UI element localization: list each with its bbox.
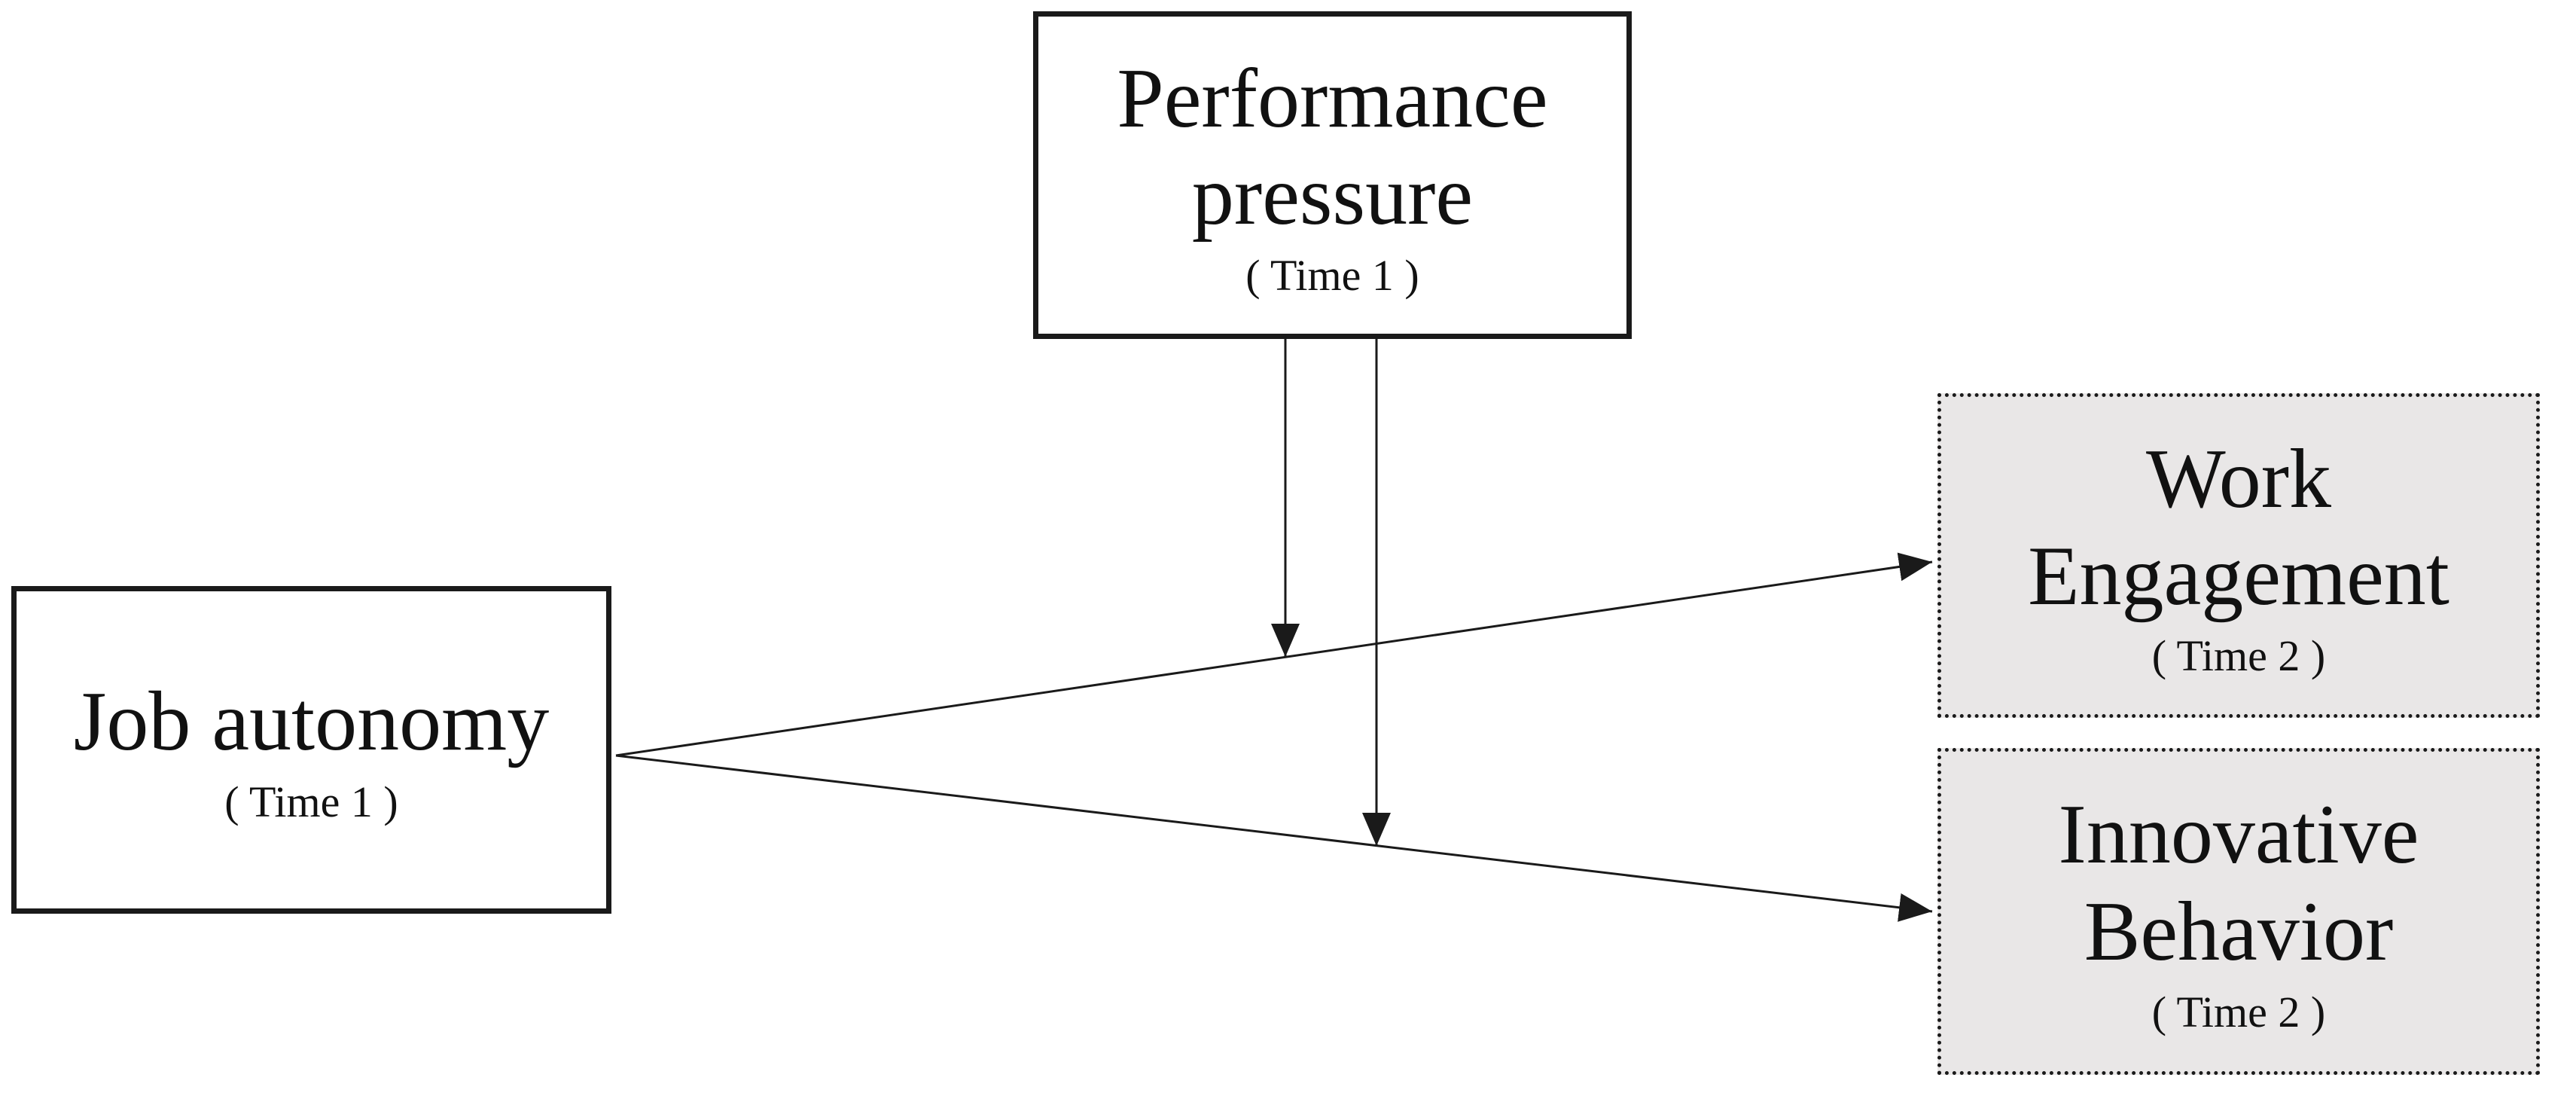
- box-title: Work Engagement: [2028, 431, 2449, 625]
- box-time-label: ( Time 2 ): [2151, 987, 2326, 1036]
- box-title-line1: Innovative: [2058, 788, 2419, 882]
- box-title: Innovative Behavior: [2059, 786, 2419, 981]
- box-performance-pressure: Performance pressure ( Time 1 ): [1033, 11, 1632, 339]
- box-title: Performance pressure: [1117, 50, 1547, 245]
- box-job-autonomy: Job autonomy ( Time 1 ): [11, 586, 611, 914]
- arrow-job-autonomy-to-work-engagement: [615, 552, 1933, 757]
- box-time-label: ( Time 1 ): [224, 777, 398, 826]
- box-innovative-behavior: Innovative Behavior ( Time 2 ): [1937, 748, 2540, 1075]
- box-title-line2: Behavior: [2084, 885, 2394, 979]
- box-title: Job autonomy: [74, 673, 550, 771]
- box-title-line1: Work: [2145, 432, 2332, 526]
- box-time-label: ( Time 2 ): [2151, 631, 2326, 681]
- box-title-line1: Performance: [1117, 51, 1548, 145]
- box-work-engagement: Work Engagement ( Time 2 ): [1937, 393, 2540, 718]
- box-time-label: ( Time 1 ): [1245, 251, 1419, 301]
- arrow-job-autonomy-to-innovative-behavior: [615, 754, 1933, 922]
- box-title-line2: Engagement: [2028, 529, 2449, 623]
- box-title-line2: pressure: [1191, 148, 1474, 243]
- box-title-line1: Job autonomy: [73, 675, 550, 769]
